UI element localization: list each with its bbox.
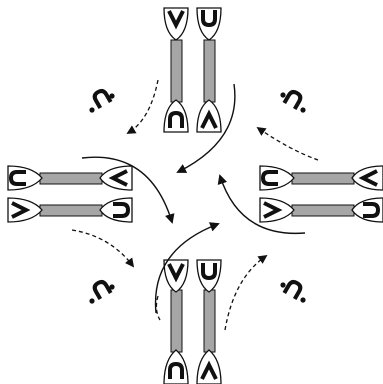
dot: [280, 282, 285, 287]
assembly-top: [164, 8, 221, 132]
assembly-right: [260, 166, 383, 222]
rod-end-cap: [8, 166, 42, 190]
rod-end-cap: [164, 100, 188, 132]
u-glyph-icon: [284, 280, 302, 299]
rod: [204, 290, 215, 352]
dot: [109, 284, 114, 289]
rod: [292, 205, 354, 216]
dot: [89, 298, 94, 303]
dot: [89, 107, 94, 112]
dot: [300, 297, 305, 302]
u-glyph-icon: [93, 89, 111, 108]
rod-end-cap: [352, 166, 383, 190]
u-glyph-icon: [93, 280, 111, 299]
assembly-bottom: [164, 260, 221, 384]
rod-end-cap: [164, 350, 188, 384]
rod: [40, 173, 102, 184]
free-piece-top-right: [280, 90, 305, 113]
rod: [171, 290, 182, 352]
rod: [292, 173, 354, 184]
rod-end-cap: [260, 166, 294, 190]
dot: [109, 93, 114, 98]
dot: [300, 107, 305, 112]
rod: [171, 40, 182, 102]
assembly-left: [8, 166, 132, 222]
free-piece-bottom-left: [89, 280, 114, 304]
rod: [40, 205, 102, 216]
dashed-arrow: [258, 128, 318, 160]
u-glyph-icon: [284, 90, 302, 109]
free-piece-bottom-right: [280, 280, 305, 303]
rod: [204, 40, 215, 102]
dashed-arrow: [156, 296, 160, 320]
free-piece-top-left: [89, 89, 114, 113]
dot: [280, 92, 285, 97]
dashed-arrow: [72, 230, 133, 266]
dashed-arrow: [225, 256, 266, 330]
dashed-arrow: [128, 80, 158, 133]
